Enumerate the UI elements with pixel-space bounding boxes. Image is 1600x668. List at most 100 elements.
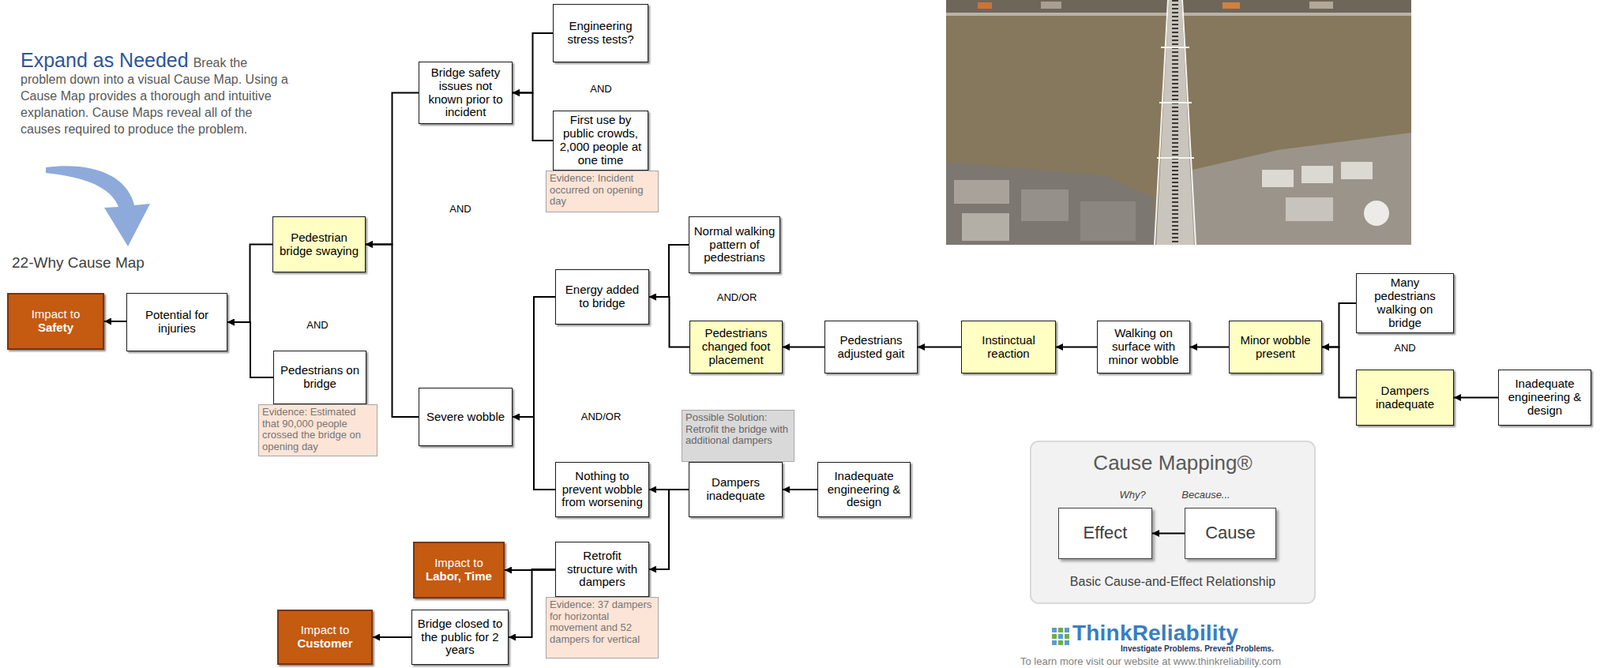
logo-dot [1051,634,1057,639]
legend-box: Effect [1058,507,1153,560]
node-text: Impact to [31,307,81,322]
legend-question: Why? [1096,489,1169,502]
logo-dot [1058,627,1063,633]
connector [1322,347,1356,399]
node-text: Evidence: Incident occurred on opening d… [549,172,655,208]
node-text: First use by public crowds, 2,000 people… [556,113,645,168]
far-bank-building [977,2,992,9]
node-text: Labor, Time [425,570,493,584]
bridge-photo [946,0,1412,245]
node-text: Severe wobble [426,410,505,425]
near-bank-left [946,161,1158,245]
node-text: Potential for injuries [130,308,224,336]
connector [917,346,962,349]
legend-panel: Cause Mapping® Why?Because... Basic Cause-… [1029,440,1316,605]
cause-box: Inadequate engineering & design [817,461,911,518]
cause-box: Potential for injuries [126,292,228,352]
connector [512,93,553,142]
bridge-arm [1160,46,1190,49]
node-text: Walking on surface with minor wobble [1100,326,1187,368]
node-text: Pedestrian bridge swaying [276,231,362,259]
node-text: Evidence: Estimated that 90,000 people c… [262,406,374,453]
and-label: AND [588,82,613,95]
legend-panel-outline [1030,441,1315,604]
roof [1080,201,1136,241]
node-text: Nothing to prevent wobble from worsening [559,469,646,511]
cause-box: Dampers inadequate [688,461,783,518]
far-bank-building [1309,1,1334,9]
node-text: Minor wobble present [1232,334,1319,361]
connector [227,322,274,378]
cause-box: Walking on surface with minor wobble [1096,320,1191,374]
connector [1453,397,1499,399]
pointer-arrow-shape [45,165,151,247]
far-bank-building [1222,2,1240,9]
near-bank-right [1183,132,1412,245]
node-text: Evidence: 37 dampers for horizontal move… [549,599,655,646]
node-text: Pedestrians adjusted gait [828,334,914,361]
and-label: AND [447,202,473,215]
impact-box: Impact toSafety [7,292,105,350]
connector [1152,533,1185,535]
cause-box: Severe wobble [418,387,513,447]
node-text: Pedestrians on bridge [277,364,363,391]
node-text: Impact to [300,623,350,638]
node-text: Cause [1205,523,1256,544]
node-text: Effect [1083,523,1128,544]
highlighted-cause-box: Instinctual reaction [961,320,1056,374]
crowd [1171,0,1179,245]
connector [365,244,419,418]
evidence-note: Evidence: Estimated that 90,000 people c… [258,404,378,457]
node-text: Bridge closed to the public for 2 years [415,617,505,658]
legend-heading: Cause Mapping® [1029,451,1316,475]
roof [1285,197,1334,222]
bridge-rail [1182,0,1196,245]
node-text: Possible Solution: Retrofit the bridge w… [685,412,791,447]
logo-dot [1064,627,1070,633]
node-text: Many pedestrians walking on bridge [1359,276,1450,331]
solution-note: Possible Solution: Retrofit the bridge w… [681,409,795,462]
cause-box: Normal walking pattern of pedestrians [688,216,781,274]
highlighted-cause-box: Pedestrian bridge swaying [272,216,366,273]
evidence-note: Evidence: Incident occurred on opening d… [545,170,659,213]
highlighted-cause-box: Pedestrians changed foot placement [689,320,783,374]
node-text: Pedestrians changed foot placement [693,326,779,368]
and-label: AND [1392,341,1417,354]
evidence-note: Evidence: 37 dampers for horizontal move… [545,597,659,659]
roof-dome [1363,200,1390,226]
logo-dot [1064,640,1070,646]
connector [512,416,556,490]
heading: Expand as Needed [20,48,189,72]
node-text: Dampers inadequate [692,476,779,504]
connector [372,636,412,639]
highlighted-cause-box: Dampers inadequate [1355,369,1454,426]
impact-box: Impact toLabor, Time [413,541,505,599]
cause-box: Energy added to bridge [555,269,650,325]
connector [365,93,419,245]
node-text: Energy added to bridge [559,283,646,311]
impact-box: Impact toCustomer [277,609,373,665]
river [946,0,1412,245]
connector [512,33,553,94]
bridge-arm [1156,157,1195,159]
node-text: Instinctual reaction [965,334,1052,361]
node-text: Safety [37,321,74,335]
roof [961,213,1010,241]
connector [1322,303,1356,348]
cause-box: Engineering stress tests? [552,3,649,63]
logo-dot [1051,627,1057,633]
section-label: 22-Why Cause Map [11,254,145,272]
logo-dot [1058,634,1063,639]
roof [1301,165,1334,184]
legend-answer: Because... [1162,489,1250,502]
roof [953,180,1010,204]
cause-box: Bridge safety issues not known prior to … [418,61,513,124]
node-text: Dampers inadequate [1359,384,1450,412]
connector [227,244,273,324]
logo-dot [1058,640,1063,646]
connector [649,489,689,570]
legend-box: Cause [1184,507,1277,560]
legend-caption: Basic Cause-and-Effect Relationship [1029,574,1316,590]
roof [1340,161,1373,180]
